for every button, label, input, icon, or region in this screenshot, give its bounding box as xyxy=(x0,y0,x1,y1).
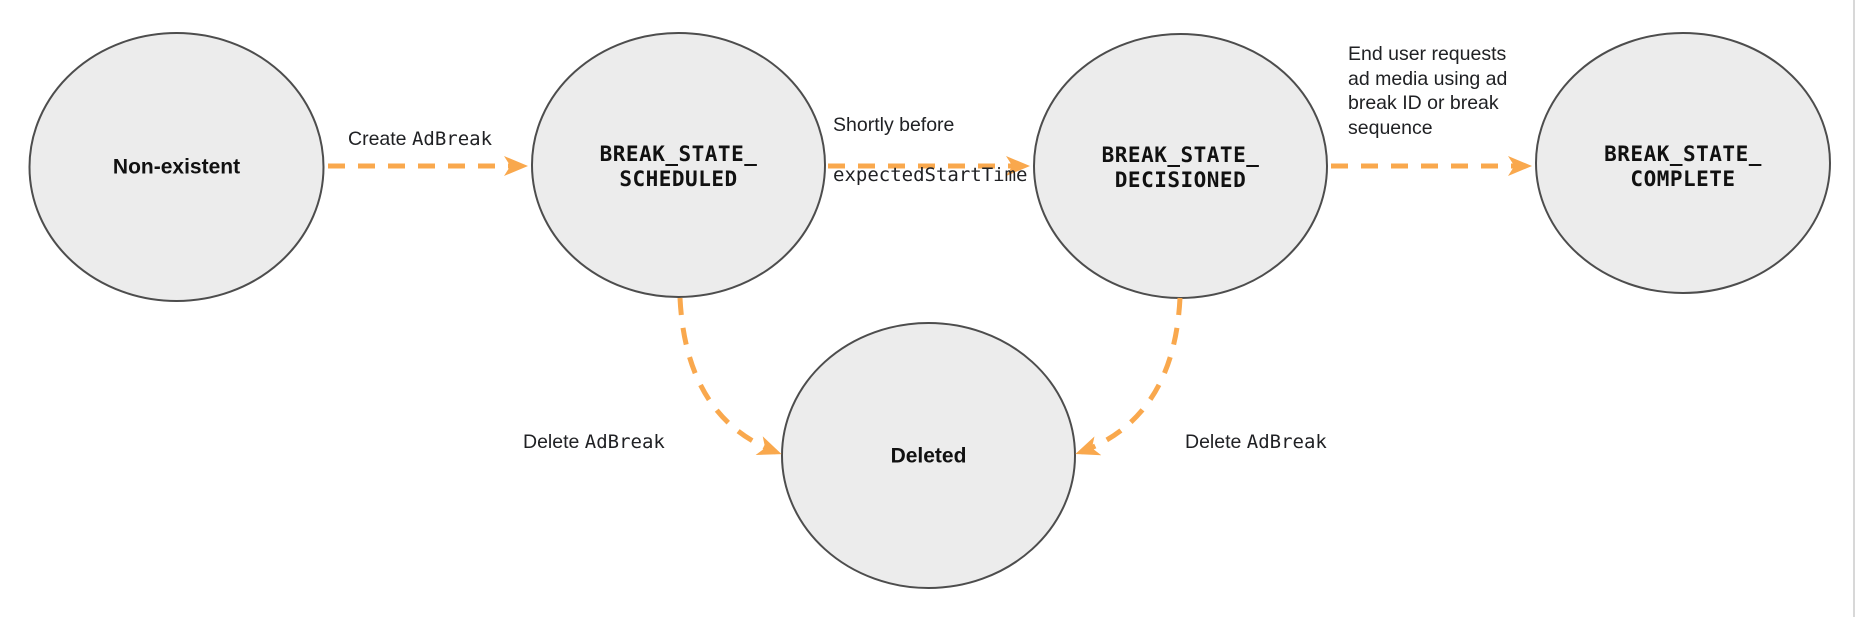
node-ellipse-break-state-decisioned xyxy=(1033,33,1328,299)
node-ellipse-non-existent xyxy=(28,32,325,302)
edge-label-shortly-code: expectedStartTime xyxy=(833,164,1028,186)
node-label-break-state-decisioned: BREAK_STATE_ DECISIONED xyxy=(1101,143,1260,192)
edge-label-create-text: Create xyxy=(348,128,412,150)
edge-label-create-adbreak: Create AdBreak xyxy=(348,102,492,152)
node-ellipse-break-state-complete xyxy=(1535,32,1831,294)
content-right-border xyxy=(1853,0,1855,617)
node-ellipse-deleted xyxy=(781,322,1076,589)
node-label-non-existent: Non-existent xyxy=(112,155,241,179)
node-ellipse-break-state-scheduled xyxy=(531,32,826,298)
edge-label-delete-adbreak-left: Delete AdBreak xyxy=(523,405,665,455)
edge-label-delete-left-code: AdBreak xyxy=(584,431,665,453)
node-label-deleted: Deleted xyxy=(890,444,967,468)
edge-label-end-user-requests: End user requests ad media using ad brea… xyxy=(1348,43,1508,139)
node-label-break-state-scheduled: BREAK_STATE_ SCHEDULED xyxy=(599,142,758,191)
edge-delete-adbreak-right xyxy=(1075,297,1183,456)
edge-delete-adbreak-left xyxy=(677,297,782,455)
edge-label-shortly-text: Shortly before xyxy=(833,114,955,136)
edge-label-create-code: AdBreak xyxy=(411,128,493,150)
edge-label-delete-right-text: Delete xyxy=(1185,431,1247,453)
edge-label-shortly-before: Shortly before expectedStartTime xyxy=(833,88,1027,213)
edge-label-delete-adbreak-right: Delete AdBreak xyxy=(1185,405,1327,455)
node-label-break-state-complete: BREAK_STATE_ COMPLETE xyxy=(1604,142,1762,191)
edge-label-delete-right-code: AdBreak xyxy=(1246,431,1327,453)
edge-label-delete-left-text: Delete xyxy=(523,431,585,453)
